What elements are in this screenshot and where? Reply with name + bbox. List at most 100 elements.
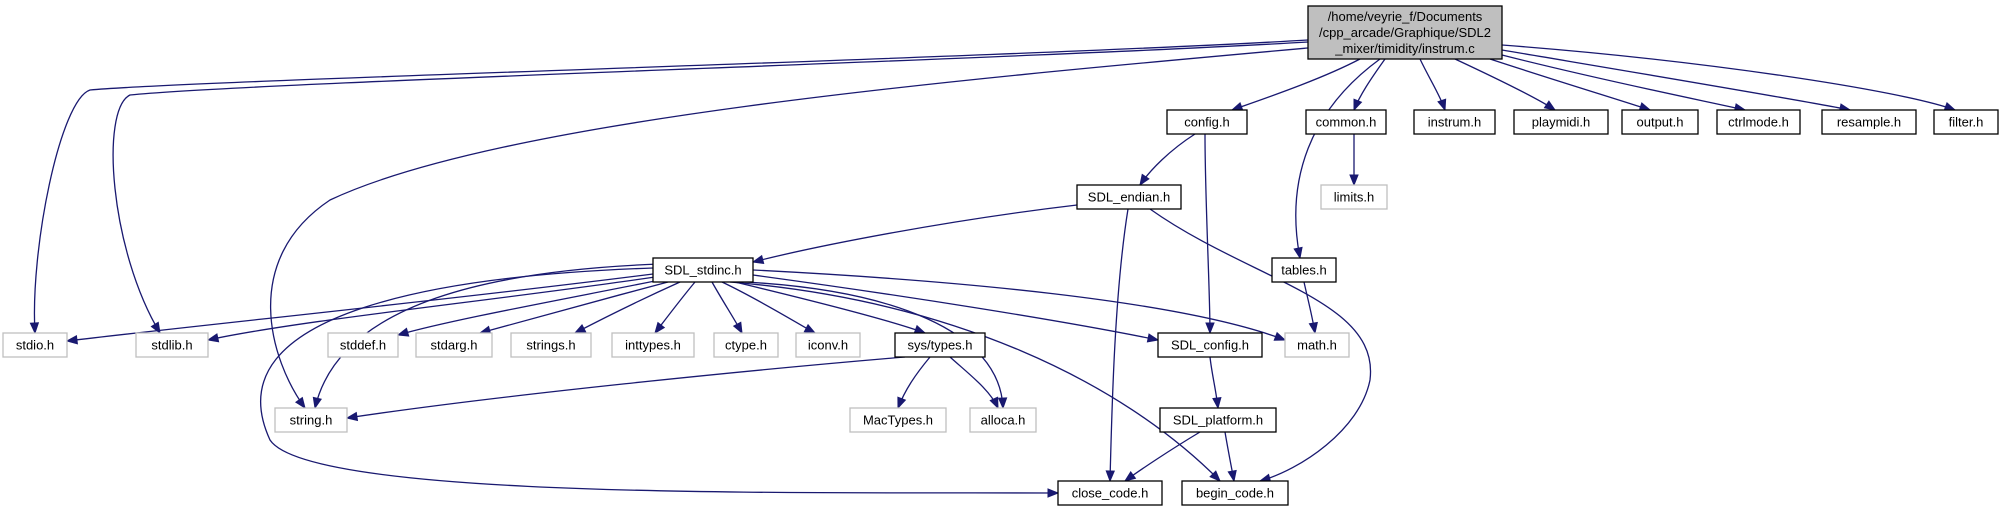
edge-line <box>207 276 656 341</box>
edge-line <box>1109 208 1129 482</box>
node-label: SDL_config.h <box>1171 338 1249 353</box>
node-begin-code-h[interactable]: begin_code.h <box>1181 480 1289 506</box>
edge-line <box>397 279 661 336</box>
node-box <box>1621 109 1699 135</box>
node-sdl-platform-h[interactable]: SDL_platform.h <box>1159 407 1277 433</box>
edge-sdl_stdinc_h-to-stdarg_h <box>478 281 669 335</box>
node-box <box>510 332 592 358</box>
edge-sdl_stdinc_h-to-ctype_h <box>711 281 743 335</box>
node-sdl-stdinc-h[interactable]: SDL_stdinc.h <box>652 257 754 283</box>
node-label: begin_code.h <box>1196 486 1274 501</box>
edge-line <box>1454 58 1556 111</box>
node-label: ctype.h <box>725 338 767 353</box>
edge-line <box>1501 54 1746 111</box>
node-filter-h[interactable]: filter.h <box>1933 109 1999 135</box>
node-label: strings.h <box>526 338 575 353</box>
edge-sdl_config_h-to-sdl_platform_h <box>1209 356 1222 410</box>
node-box <box>135 332 209 358</box>
edge-sdl_stdinc_h-to-stddef_h <box>396 279 661 337</box>
node-common-h[interactable]: common.h <box>1305 109 1387 135</box>
node-box <box>1320 184 1388 210</box>
node-label: SDL_platform.h <box>1173 413 1263 428</box>
node-sdl-config-h[interactable]: SDL_config.h <box>1157 332 1263 358</box>
node-alloca-h: alloca.h <box>969 407 1037 433</box>
node-resample-h[interactable]: resample.h <box>1821 109 1917 135</box>
node-box <box>1159 407 1277 433</box>
node-label: tables.h <box>1281 263 1327 278</box>
edge-sdl_endian_h-to-close_code_h <box>1105 208 1129 483</box>
edge-arrowhead <box>396 327 410 337</box>
edge-line <box>1295 58 1381 259</box>
edge-arrowhead <box>803 323 817 334</box>
node-box <box>1821 109 1917 135</box>
node-instrum-h[interactable]: instrum.h <box>1413 109 1496 135</box>
node-box <box>894 332 986 358</box>
node-string-h: string.h <box>274 407 348 433</box>
edge-line <box>752 269 1286 341</box>
node-label: sys/types.h <box>907 338 972 353</box>
node-config-h[interactable]: config.h <box>1166 109 1248 135</box>
node-sdl-endian-h[interactable]: SDL_endian.h <box>1076 184 1182 210</box>
node-stddef-h: stddef.h <box>327 332 399 358</box>
node-label: alloca.h <box>981 413 1026 428</box>
edge-sdl_stdinc_h-to-math_h <box>752 269 1287 341</box>
node-root: /home/veyrie_f/Documents/cpp_arcade/Grap… <box>1307 5 1503 60</box>
edge-sdl_platform_h-to-begin_code_h <box>1224 431 1237 483</box>
node-box <box>1271 257 1337 283</box>
node-box <box>415 332 493 358</box>
edge-line <box>1501 44 1956 111</box>
node-label: MacTypes.h <box>863 413 933 428</box>
edge-line <box>33 39 1309 334</box>
node-box <box>795 332 861 358</box>
edge-line <box>346 356 906 419</box>
node-box <box>969 407 1037 433</box>
node-box <box>1513 109 1609 135</box>
edge-line <box>1231 58 1361 111</box>
edge-sdl_stdinc_h-to-stdio_h <box>65 273 654 345</box>
edge-arrowhead <box>897 396 907 410</box>
edge-line <box>574 281 681 334</box>
node-tables-h[interactable]: tables.h <box>1271 257 1337 283</box>
node-inttypes-h: inttypes.h <box>611 332 695 358</box>
edge-line <box>734 281 926 334</box>
edge-arrowhead <box>1543 100 1557 111</box>
node-playmidi-h[interactable]: playmidi.h <box>1513 109 1609 135</box>
edge-sdl_stdinc_h-to-string_h <box>312 263 661 410</box>
edge-arrowhead <box>1273 331 1287 341</box>
nodes-layer: /home/veyrie_f/Documents/cpp_arcade/Grap… <box>2 5 1999 506</box>
edge-line <box>752 274 1159 341</box>
edge-arrowhead <box>1139 173 1150 187</box>
node-stdio-h: stdio.h <box>2 332 68 358</box>
edge-tables_h-to-math_h <box>1303 281 1318 335</box>
node-label: stdio.h <box>16 338 54 353</box>
edge-root-to-resample_h <box>1501 49 1852 113</box>
edge-line <box>66 273 654 342</box>
edge-arrowhead <box>1308 321 1318 335</box>
edge-sys_types_h-to-alloca_h <box>949 356 999 410</box>
node-label: math.h <box>1297 338 1337 353</box>
edge-sdl_endian_h-to-sdl_stdinc_h <box>751 204 1078 265</box>
node-sys-types-h[interactable]: sys/types.h <box>894 332 986 358</box>
node-box <box>1307 5 1503 60</box>
node-output-h[interactable]: output.h <box>1621 109 1699 135</box>
edge-arrowhead <box>1105 470 1115 483</box>
node-label: output.h <box>1637 115 1684 130</box>
node-box <box>611 332 695 358</box>
edge-arrowhead <box>1146 333 1160 343</box>
edge-sdl_stdinc_h-to-inttypes_h <box>654 281 696 335</box>
edge-sys_types_h-to-string_h <box>345 356 906 422</box>
node-label: stddef.h <box>340 338 386 353</box>
node-stdarg-h: stdarg.h <box>415 332 493 358</box>
edge-sdl_stdinc_h-to-begin_code_h <box>729 281 1221 482</box>
edge-arrowhead <box>1205 322 1215 335</box>
node-close-code-h[interactable]: close_code.h <box>1057 480 1163 506</box>
node-ctrlmode-h[interactable]: ctrlmode.h <box>1716 109 1801 135</box>
node-label: inttypes.h <box>625 338 681 353</box>
edge-arrowhead <box>1349 174 1359 187</box>
node-label: ctrlmode.h <box>1728 115 1789 130</box>
node-label: common.h <box>1316 115 1377 130</box>
edge-line <box>1149 208 1372 482</box>
node-box <box>849 407 947 433</box>
node-box <box>1157 332 1263 358</box>
edge-arrowhead <box>1293 246 1303 260</box>
